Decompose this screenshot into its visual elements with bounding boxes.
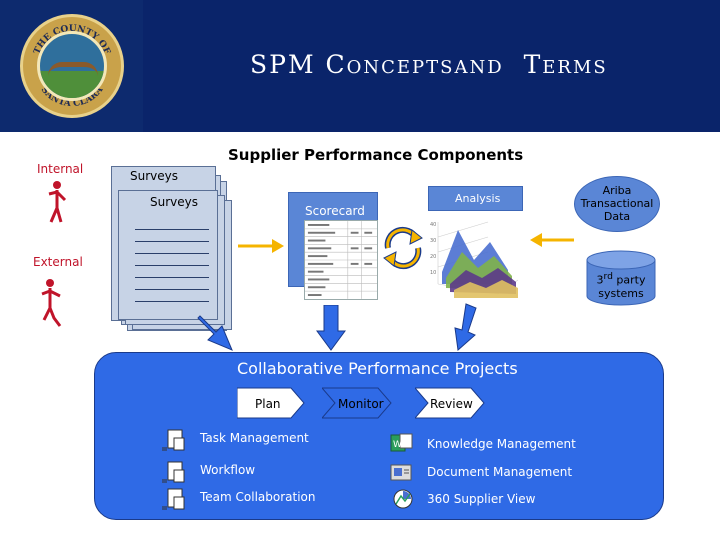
third-party-label: 3rd party systems [590,270,652,300]
plan-label: Plan [255,397,281,411]
seal-emblem [37,31,107,101]
page-title: SPM CONCEPTSAND TERMS [250,50,608,79]
arrow-left-from-ariba [530,230,574,250]
supplier-view-label: 360 Supplier View [427,492,535,506]
analysis-label: Analysis [455,192,500,205]
svg-text:10: 10 [430,270,436,276]
internal-person-icon [46,180,68,224]
survey-line [135,241,209,242]
arrow-right-to-scorecard [238,236,286,256]
analysis-3d-area-chart-thumbnail: 40 30 20 10 [428,212,524,304]
title-part-c: C [326,50,347,79]
knowledge-management-label: Knowledge Management [427,437,576,451]
arrow-down-from-surveys [196,310,242,356]
external-label: External [33,255,83,269]
arrow-down-from-analysis [446,302,486,352]
seal-bridge [48,62,98,76]
svg-text:20: 20 [430,254,436,260]
title-part-and: AND [455,57,504,78]
components-title: Supplier Performance Components [228,146,523,164]
task-document-icon [160,428,188,452]
title-part-erms: ERMS [542,57,607,78]
title-part-t: T [524,50,543,79]
survey-label-front: Surveys [150,195,198,209]
survey-sheet-front-1 [118,190,218,320]
team-collaboration-document-icon [160,487,188,511]
survey-line [135,253,209,254]
document-management-icon [390,462,414,482]
survey-line [135,289,209,290]
third-party-label-sup: rd [604,271,613,282]
third-party-label-num: 3 [597,274,604,287]
internal-label: Internal [37,162,83,176]
svg-text:30: 30 [430,238,436,244]
knowledge-management-icon: W [390,433,414,453]
monitor-label: Monitor [338,397,384,411]
collaborative-projects-title: Collaborative Performance Projects [237,359,518,378]
title-part-spm: SPM [250,50,326,79]
survey-line [135,265,209,266]
survey-line [135,277,209,278]
review-label: Review [430,397,473,411]
survey-line [135,301,209,302]
arrow-down-from-scorecard [316,305,346,351]
svg-text:W: W [393,440,402,450]
survey-line [135,229,209,230]
header: THE COUNTY OF SANTA CLARA SPM CONCEPTSAN… [0,0,720,132]
refresh-cycle-icon [378,226,428,270]
supplier-view-icon [392,488,414,510]
scorecard-label: Scorecard [305,204,365,218]
team-collaboration-label: Team Collaboration [200,490,316,504]
scorecard-table-thumbnail [304,220,378,300]
survey-label-back: Surveys [130,169,178,183]
task-management-label: Task Management [200,431,309,445]
document-management-label: Document Management [427,465,572,479]
title-part-oncepts: ONCEPTS [347,57,455,78]
external-person-icon [40,278,64,328]
workflow-document-icon [160,460,188,484]
ariba-label: Ariba Transactional Data [580,184,654,223]
svg-text:40: 40 [430,222,436,228]
county-seal-logo: THE COUNTY OF SANTA CLARA [20,14,124,118]
workflow-label: Workflow [200,463,255,477]
